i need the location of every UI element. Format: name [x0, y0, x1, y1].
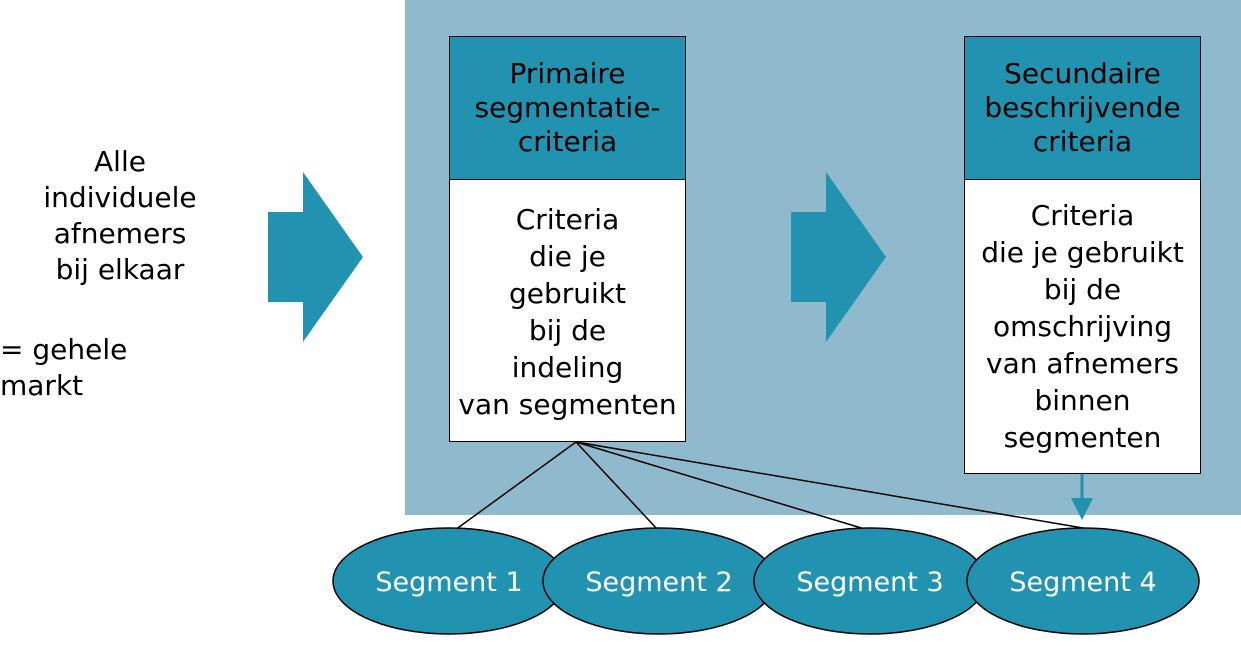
secondary-criteria-box: Secundaire beschrijvende criteria Criter…	[964, 36, 1201, 474]
primary-criteria-box: Primaire segmentatie- criteria Criteria …	[449, 36, 686, 442]
secondary-criteria-title: Secundaire beschrijvende criteria	[965, 37, 1200, 180]
market-equation: = gehele markt	[0, 333, 128, 402]
segment-label: Segment 1	[375, 567, 522, 598]
arrow-down-icon	[1071, 498, 1093, 520]
secondary-criteria-description: Criteria die je gebruikt bij de omschrij…	[981, 199, 1184, 454]
connector-line	[575, 441, 869, 531]
arrow-right-icon	[268, 172, 363, 342]
connector-line	[454, 441, 577, 531]
arrow-right-icon	[791, 172, 886, 342]
segment-label: Segment 3	[796, 567, 943, 598]
segment-label: Segment 4	[1009, 567, 1156, 598]
connector-line	[575, 441, 659, 531]
primary-criteria-description: Criteria die je gebruikt bij de indeling…	[458, 203, 677, 421]
connector-line	[575, 441, 1084, 529]
market-description: Alle individuele afnemers bij elkaar	[43, 145, 197, 286]
segment-ellipse	[966, 527, 1200, 635]
segment-label: Segment 2	[585, 567, 732, 598]
primary-criteria-title: Primaire segmentatie- criteria	[450, 37, 685, 180]
